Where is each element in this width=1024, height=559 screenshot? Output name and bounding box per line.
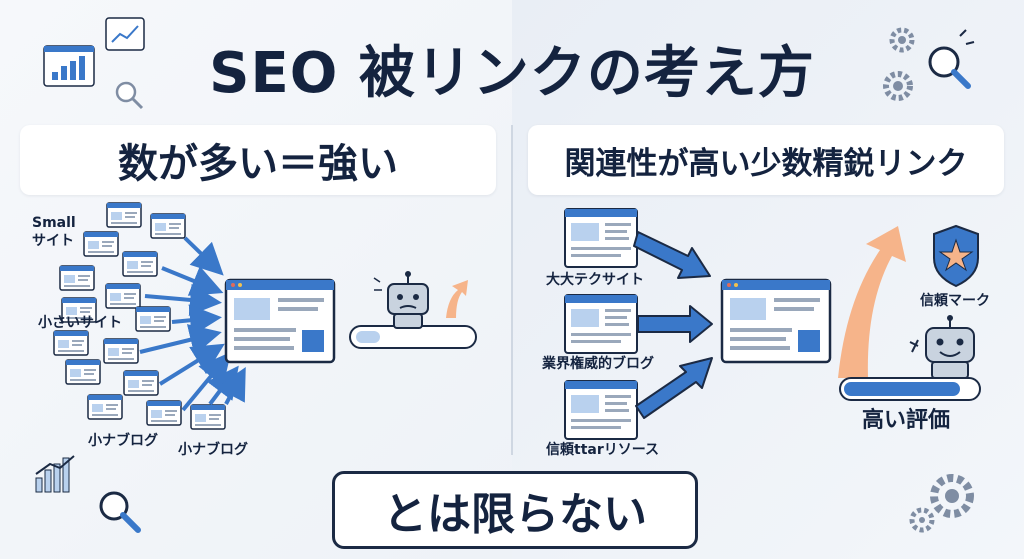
right-heading-panel: 関連性が高い少数精鋭リンク [528,125,1004,195]
label-high-evaluation: 高い評価 [862,408,951,433]
label-small-site-ja: サイト [32,233,74,249]
label-source-1: 大大テクサイト [546,272,644,288]
magnifier-icon-top-right [928,29,975,89]
chart-window-icon [43,45,95,87]
source-card-2 [564,294,638,354]
label-trust-mark: 信頼マーク [920,293,990,309]
small-up-arrow [446,280,468,318]
target-page-left [224,278,336,364]
right-heading: 関連性が高い少数精鋭リンク [564,145,968,182]
happy-robot [909,315,975,379]
center-divider [511,125,513,455]
shield-star-icon [933,224,979,288]
strong-link-arrows [633,231,713,419]
gear-icon-bottom-right [909,474,974,533]
page-title: SEO 被リンクの考え方 [209,41,815,106]
label-small-site-2: 小さいサイト [38,315,122,331]
many-link-arrows [139,236,246,412]
left-heading-panel: 数が多い＝強い [20,125,496,195]
label-small-blog-1: 小ナブログ [88,433,158,449]
magnifier-icon-bottom-left [99,491,141,533]
label-small-site-en: Small [32,215,76,231]
big-up-arrow [838,226,906,378]
gear-icon-top-right [883,27,915,101]
label-source-2: 業界権威的ブログ [542,356,654,372]
source-card-1 [564,208,638,268]
conclusion-box: とは限らない [332,471,698,549]
magnifier-icon-top-left [115,81,144,110]
bar-chart-icon-bottom-left [35,455,75,493]
conclusion-text: とは限らない [383,489,647,540]
high-evaluation-bar [839,377,981,401]
left-heading: 数が多い＝強い [118,141,398,187]
line-chart-window-icon [105,17,145,51]
label-small-blog-2: 小ナブログ [178,442,248,458]
label-source-3: 信頼ttarリソース [546,442,660,458]
source-card-3 [564,380,638,440]
target-page-right [720,278,832,364]
confused-robot [349,271,477,349]
